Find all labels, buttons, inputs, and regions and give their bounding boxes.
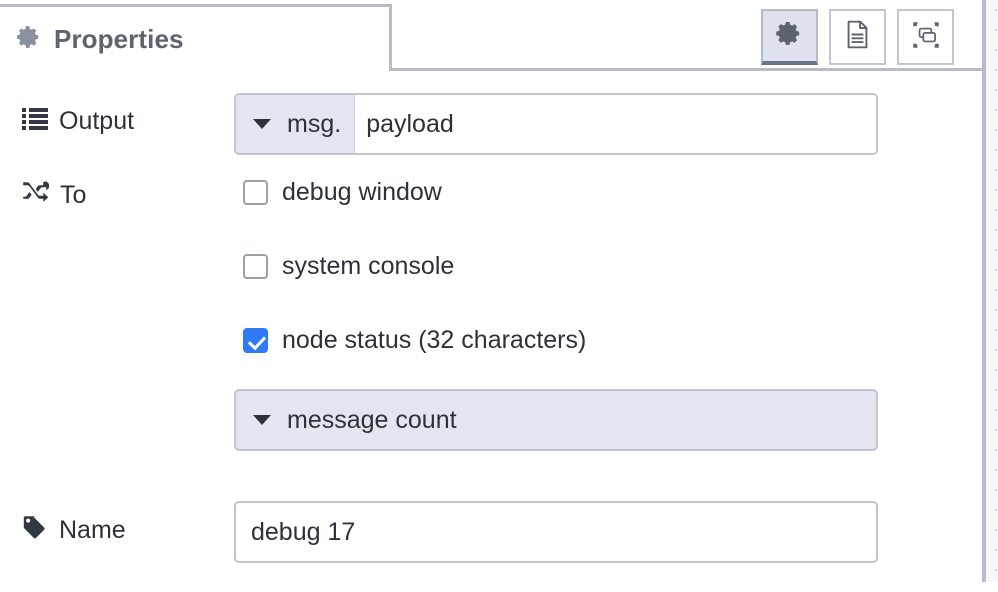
checkbox-node-status-label: node status (32 characters): [282, 326, 587, 354]
status-type-select-value: message count: [287, 405, 457, 434]
output-typed-input[interactable]: msg. payload: [234, 93, 878, 155]
form-row-to: To debug window system console node stat…: [0, 162, 986, 492]
form-row-output: Output msg. payload: [0, 74, 986, 162]
document-icon: [844, 20, 871, 54]
workspace-canvas-edge: [986, 0, 998, 582]
output-type-dropdown[interactable]: msg.: [236, 95, 356, 153]
output-property-input[interactable]: payload: [355, 95, 876, 153]
panel-tabbar: Properties: [0, 0, 986, 74]
output-label: Output: [22, 106, 134, 137]
tabbar-baseline: [392, 68, 986, 71]
output-type-label: msg.: [287, 109, 342, 138]
debug-node-properties-panel: Properties: [0, 0, 986, 582]
panel-tab-buttons: [761, 9, 954, 65]
checkbox-debug-window-box[interactable]: [243, 180, 268, 205]
name-label-text: Name: [59, 515, 126, 544]
checkbox-debug-window-label: debug window: [282, 178, 442, 206]
tab-properties-label: Properties: [54, 23, 184, 54]
output-label-text: Output: [59, 107, 135, 135]
checkbox-system-console-label: system console: [282, 252, 455, 280]
to-label-text: To: [60, 181, 87, 209]
shuffle-icon: [22, 180, 52, 211]
description-tab-button[interactable]: [829, 9, 886, 65]
gear-icon: [776, 20, 803, 52]
checkbox-system-console[interactable]: system console: [243, 252, 454, 281]
form-row-name: Name debug 17: [0, 492, 986, 592]
tag-icon: [22, 514, 48, 546]
node-appearance-icon: [911, 20, 941, 55]
name-label: Name: [22, 514, 126, 546]
chevron-down-icon: [253, 415, 271, 425]
checkbox-node-status[interactable]: node status (32 characters): [243, 326, 586, 355]
status-type-select[interactable]: message count: [234, 389, 878, 451]
list-icon: [22, 106, 48, 137]
chevron-down-icon: [253, 119, 271, 129]
gear-icon: [16, 24, 42, 55]
to-label: To: [22, 180, 86, 211]
properties-tab-button[interactable]: [761, 9, 818, 65]
checkbox-node-status-box[interactable]: [243, 328, 268, 353]
checkbox-debug-window[interactable]: debug window: [243, 178, 442, 207]
panel-canvas-divider[interactable]: [982, 0, 986, 582]
name-input[interactable]: debug 17: [234, 501, 878, 563]
tab-properties[interactable]: Properties: [0, 4, 392, 71]
checkbox-system-console-box[interactable]: [243, 254, 268, 279]
appearance-tab-button[interactable]: [897, 9, 954, 65]
